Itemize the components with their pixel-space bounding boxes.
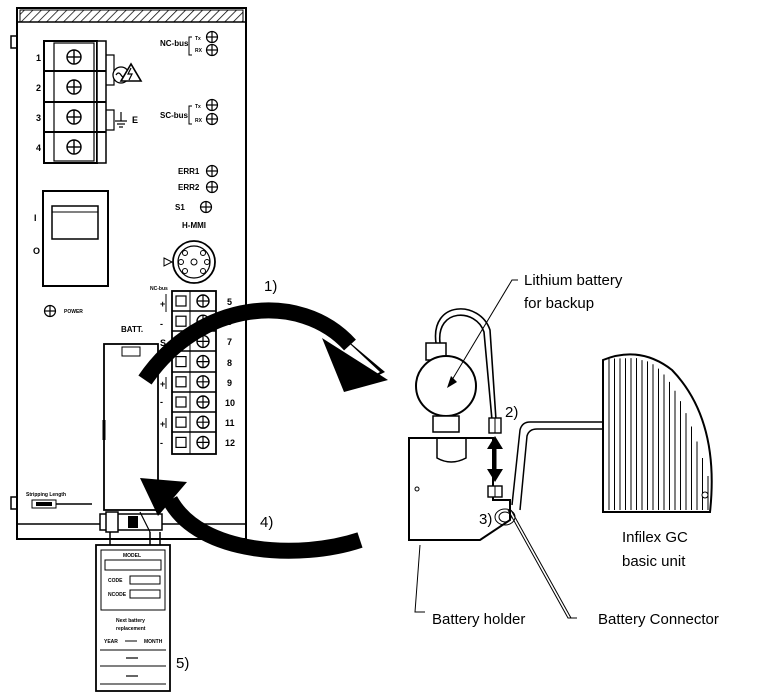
mount-clip-top bbox=[10, 35, 17, 49]
leader-connector bbox=[507, 509, 577, 619]
step-3-label: 3) bbox=[479, 511, 492, 528]
terminal-number-5: 5 bbox=[227, 297, 232, 307]
polarity-sign-5: - bbox=[160, 397, 163, 407]
batt-label: BATT. bbox=[121, 325, 143, 334]
polarity-sign-6: + bbox=[160, 419, 165, 429]
nc-bus-label: NC-bus bbox=[160, 39, 189, 48]
tag-code-label: CODE bbox=[108, 578, 123, 584]
err1-led-icon bbox=[205, 164, 219, 178]
unit-label-line2: basic unit bbox=[622, 553, 686, 570]
terminal-screw-2 bbox=[66, 79, 82, 95]
polarity-sign-2: - bbox=[160, 319, 163, 329]
tag-year-label: YEAR bbox=[104, 639, 118, 645]
s1-switch-icon bbox=[199, 200, 213, 214]
earth-icon bbox=[115, 112, 127, 128]
tag-month-label: MONTH bbox=[144, 639, 163, 645]
s1-label: S1 bbox=[175, 203, 185, 212]
battery-label-line2: for backup bbox=[524, 295, 594, 312]
cable-clamp bbox=[99, 511, 163, 533]
battery-connector-label: Battery Connector bbox=[598, 611, 719, 628]
terminal-slot bbox=[175, 416, 187, 428]
stripping-gauge-icon bbox=[31, 499, 92, 509]
terminal-label-1: 1 bbox=[36, 53, 41, 63]
leader-holder bbox=[414, 544, 425, 613]
power-label: POWER bbox=[64, 309, 83, 315]
battery-holder-label: Battery holder bbox=[432, 611, 525, 628]
switch-off-label: O bbox=[33, 246, 40, 256]
err2-led-icon bbox=[205, 180, 219, 194]
sc-rx-label: RX bbox=[195, 118, 203, 124]
tag-next-battery-line2: replacement bbox=[116, 626, 146, 632]
nc-bus-block-label: NC-bus bbox=[150, 286, 168, 292]
terminal-slot bbox=[175, 396, 187, 408]
sc-rx-led-icon bbox=[205, 112, 219, 126]
terminal-screw-4 bbox=[66, 139, 82, 155]
terminal-slot bbox=[175, 376, 187, 388]
leader-battery bbox=[451, 279, 518, 381]
top-vent-hatching bbox=[19, 9, 244, 23]
terminal-number-9: 9 bbox=[227, 378, 232, 388]
warning-icon bbox=[119, 62, 143, 82]
terminal-label-3: 3 bbox=[36, 113, 41, 123]
tag-ncode-label: NCODE bbox=[108, 592, 127, 598]
step-4-label: 4) bbox=[260, 514, 273, 531]
controller-device: 1 2 3 4 E NC-bus Tx RX SC-bus Tx bbox=[10, 7, 247, 540]
terminal-slot bbox=[175, 356, 187, 368]
unit-stripes bbox=[608, 358, 709, 510]
nc-rx-led-icon bbox=[205, 43, 219, 57]
hmmi-connector-icon bbox=[163, 240, 216, 284]
terminal-number-12: 12 bbox=[225, 438, 235, 448]
terminal-slot bbox=[175, 315, 187, 327]
power-switch[interactable] bbox=[42, 190, 109, 287]
hmmi-label: H-MMI bbox=[182, 221, 206, 230]
step-5-label: 5) bbox=[176, 655, 189, 672]
terminal-number-10: 10 bbox=[225, 398, 235, 408]
terminal-screw-1 bbox=[66, 49, 82, 65]
tag-next-battery-line1: Next battery bbox=[116, 618, 145, 624]
err2-label: ERR2 bbox=[178, 183, 200, 192]
lithium-battery bbox=[415, 308, 497, 433]
nc-rx-label: RX bbox=[195, 48, 203, 54]
tag-model-label: MODEL bbox=[123, 553, 141, 559]
earth-label: E bbox=[132, 115, 138, 125]
step-2-label: 2) bbox=[505, 404, 518, 421]
terminal-number-7: 7 bbox=[227, 337, 232, 347]
terminal-label-4: 4 bbox=[36, 143, 41, 153]
step-1-label: 1) bbox=[264, 278, 277, 295]
terminal-slot bbox=[175, 436, 187, 448]
power-led-icon bbox=[43, 304, 57, 318]
arrow-step-1 bbox=[138, 302, 388, 392]
stripping-length-label: Stripping Length bbox=[26, 492, 66, 498]
connect-arrow-icon bbox=[487, 436, 503, 482]
battery-label-line1: Lithium battery bbox=[524, 272, 623, 289]
err1-label: ERR1 bbox=[178, 167, 200, 176]
nc-tx-label: Tx bbox=[195, 36, 201, 42]
polarity-sign-1: + bbox=[160, 299, 165, 309]
battery-replacement-tag: MODEL CODE NCODE Next battery replacemen… bbox=[95, 532, 171, 692]
power-terminal-block: 1 2 3 4 bbox=[36, 40, 107, 164]
terminal-label-2: 2 bbox=[36, 83, 41, 93]
polarity-sign-3: S bbox=[160, 338, 166, 348]
sc-tx-label: Tx bbox=[195, 104, 201, 110]
polarity-sign-4: + bbox=[160, 379, 165, 389]
terminal-number-11: 11 bbox=[225, 418, 235, 428]
polarity-sign-7: - bbox=[160, 438, 163, 448]
mount-clip-bottom bbox=[10, 496, 17, 510]
arrow-step-4 bbox=[140, 478, 363, 559]
terminal-number-8: 8 bbox=[227, 358, 232, 368]
unit-label-line1: Infilex GC bbox=[622, 529, 688, 546]
infilex-basic-unit bbox=[602, 353, 713, 513]
terminal-screw-3 bbox=[66, 109, 82, 125]
terminal-slot bbox=[175, 295, 187, 307]
switch-on-label: I bbox=[34, 213, 37, 223]
sc-bus-label: SC-bus bbox=[160, 111, 189, 120]
nc-tx-led-icon bbox=[205, 30, 219, 44]
sc-tx-led-icon bbox=[205, 98, 219, 112]
